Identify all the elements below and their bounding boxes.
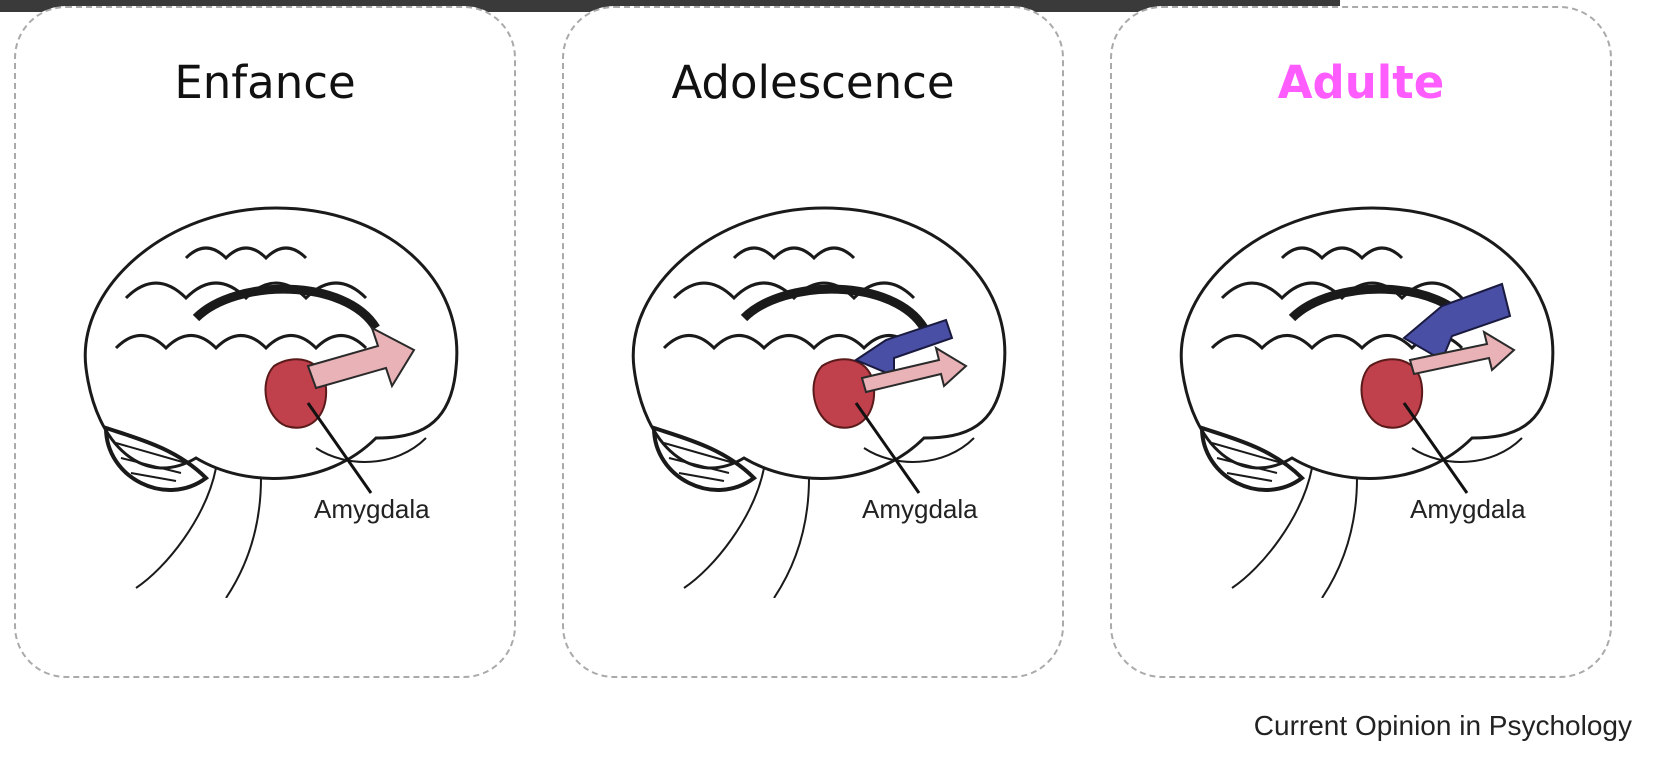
- stage-title: Enfance: [16, 56, 514, 109]
- source-credit: Current Opinion in Psychology: [1254, 710, 1632, 742]
- amygdala-label: Amygdala: [862, 494, 978, 524]
- brain-illustration: Amygdala: [1142, 188, 1582, 598]
- stage-title: Adulte: [1112, 56, 1610, 109]
- brain-illustration: Amygdala: [46, 188, 486, 598]
- panel-adolescence: Adolescence Amygdala: [562, 6, 1064, 678]
- pink-arrow: [308, 328, 414, 388]
- panel-adulte: Adulte Amygdala: [1110, 6, 1612, 678]
- panel-enfance: Enfance Amygdala: [14, 6, 516, 678]
- amygdala-label: Amygdala: [314, 494, 430, 524]
- stage-title: Adolescence: [564, 56, 1062, 109]
- brain-illustration: Amygdala: [594, 188, 1034, 598]
- amygdala-label: Amygdala: [1410, 494, 1526, 524]
